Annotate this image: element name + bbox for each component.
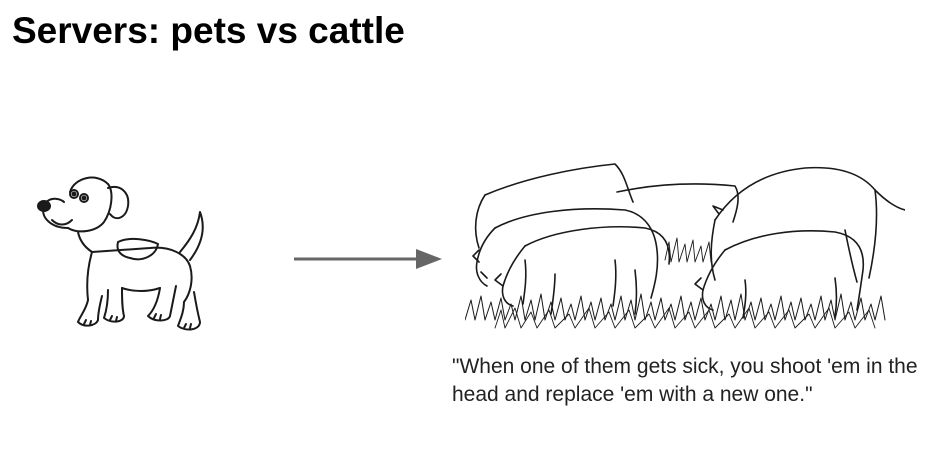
cattle-quote: "When one of them gets sick, you shoot '… bbox=[452, 355, 918, 406]
right-arrow-icon bbox=[290, 249, 442, 269]
slide-title: Servers: pets vs cattle bbox=[12, 10, 405, 51]
grazing-cattle-sketch bbox=[465, 150, 905, 335]
dog-drawing bbox=[30, 170, 220, 340]
